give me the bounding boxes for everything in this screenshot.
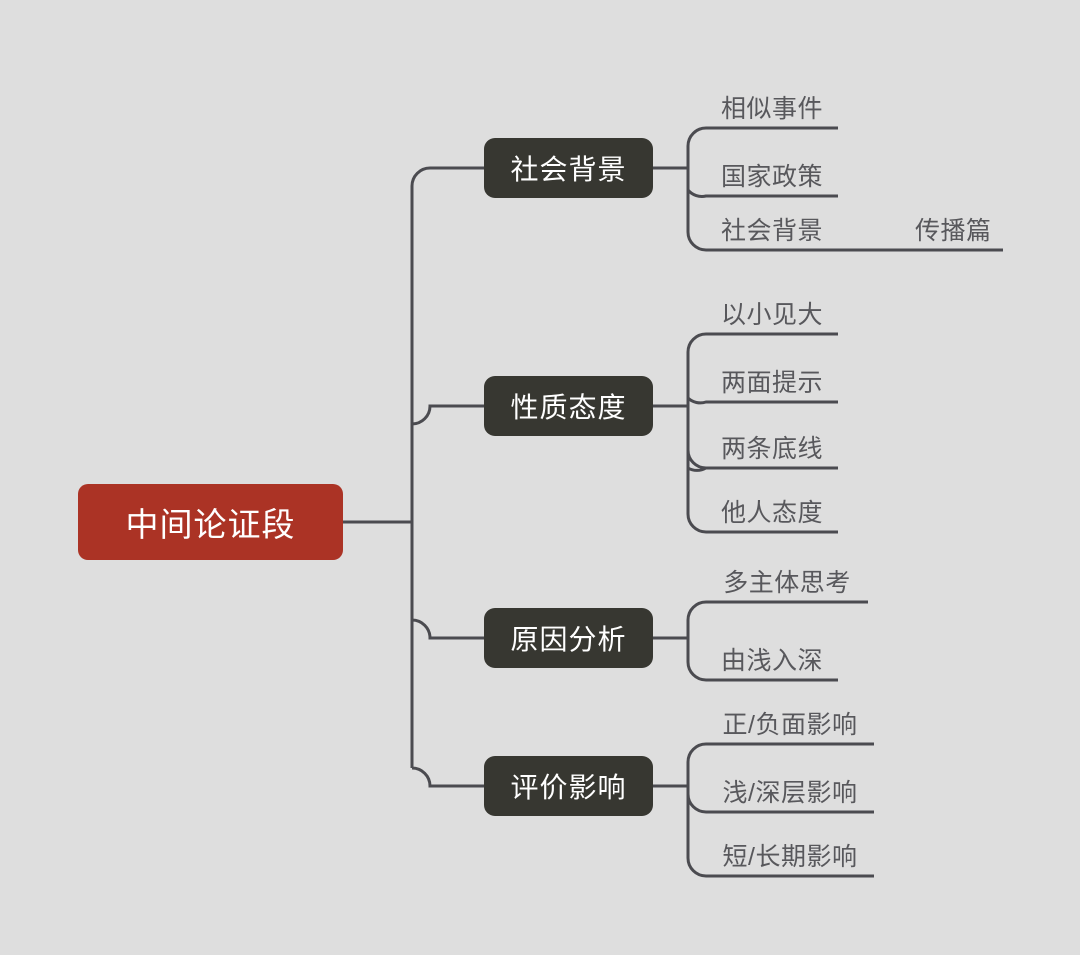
connector-branch-3 bbox=[411, 618, 484, 640]
branch-node-3[interactable]: 原因分析 bbox=[484, 608, 653, 668]
leaf-b1-3-extra-text: 传播篇 bbox=[915, 217, 992, 245]
leaf-b4-1[interactable]: 正/负面影响 bbox=[706, 696, 874, 744]
leaf-b1-3-extra-label: 传播篇 bbox=[915, 202, 1015, 250]
leaf-b1-2[interactable]: 国家政策 bbox=[706, 148, 838, 196]
branch-node-1-label: 社会背景 bbox=[510, 154, 627, 185]
leaf-b3-2-label: 由浅入深 bbox=[720, 647, 823, 675]
branch-node-1[interactable]: 社会背景 bbox=[484, 138, 653, 198]
branch-node-4[interactable]: 评价影响 bbox=[484, 756, 653, 816]
leaf-b1-1[interactable]: 相似事件 bbox=[706, 80, 838, 128]
leaf-b4-3-label: 短/长期影响 bbox=[722, 843, 858, 871]
connector-b1-leaf-1 bbox=[686, 126, 838, 147]
leaf-b3-1[interactable]: 多主体思考 bbox=[706, 554, 868, 602]
leaf-b1-3-label: 社会背景 bbox=[720, 217, 823, 245]
connector-branch-2 bbox=[411, 404, 484, 426]
leaf-b2-3-label: 两条底线 bbox=[720, 435, 823, 463]
connector-b2-leaf-1 bbox=[686, 332, 838, 353]
connector-b2-leaf-4 bbox=[687, 466, 838, 472]
leaf-b2-4[interactable]: 他人态度 bbox=[706, 484, 838, 532]
leaf-b2-4-label: 他人态度 bbox=[720, 499, 823, 527]
connector-branch-1 bbox=[410, 166, 484, 187]
leaf-b2-1[interactable]: 以小见大 bbox=[706, 286, 838, 334]
leaf-b1-2-label: 国家政策 bbox=[720, 163, 823, 191]
branch-node-2[interactable]: 性质态度 bbox=[484, 376, 653, 436]
leaf-b1-3[interactable]: 社会背景 bbox=[706, 202, 838, 250]
leaf-b1-1-label: 相似事件 bbox=[720, 95, 823, 123]
leaf-b2-1-label: 以小见大 bbox=[720, 301, 823, 329]
branch-node-4-label: 评价影响 bbox=[510, 772, 627, 803]
root-node-label: 中间论证段 bbox=[125, 506, 296, 543]
branch-node-3-label: 原因分析 bbox=[510, 624, 627, 655]
leaf-b2-2[interactable]: 两面提示 bbox=[706, 354, 838, 402]
leaf-b4-2-label: 浅/深层影响 bbox=[722, 779, 858, 807]
leaf-b3-1-label: 多主体思考 bbox=[723, 569, 851, 597]
leaf-b4-2[interactable]: 浅/深层影响 bbox=[706, 764, 874, 812]
leaf-b4-3[interactable]: 短/长期影响 bbox=[706, 828, 874, 876]
connector-b3-leaf-1 bbox=[686, 600, 868, 621]
leaf-b2-3[interactable]: 两条底线 bbox=[706, 420, 838, 468]
connector-b4-leaf-1 bbox=[686, 742, 874, 763]
leaf-b2-2-label: 两面提示 bbox=[720, 369, 823, 397]
branch-node-2-label: 性质态度 bbox=[510, 392, 627, 423]
leaf-b4-1-label: 正/负面影响 bbox=[722, 711, 858, 739]
connector-branch-4 bbox=[411, 766, 484, 788]
leaf-b3-2[interactable]: 由浅入深 bbox=[706, 632, 838, 680]
root-node[interactable]: 中间论证段 bbox=[78, 484, 343, 560]
